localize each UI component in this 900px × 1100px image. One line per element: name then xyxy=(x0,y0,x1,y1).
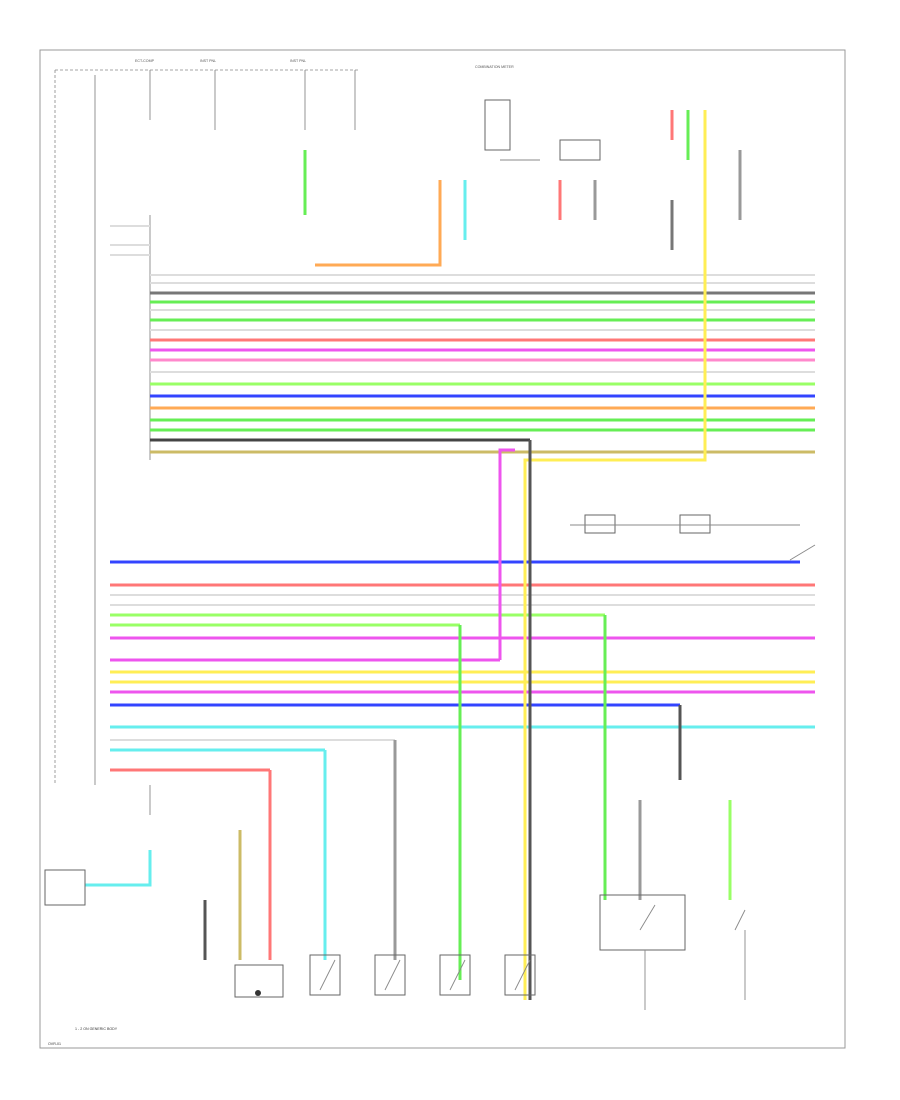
diagram-border xyxy=(39,49,846,1049)
engine-hood-switch xyxy=(44,869,86,906)
bus-wires xyxy=(110,225,815,772)
page-code: OVR-01 xyxy=(48,1042,61,1046)
footer-note: 1 - 2 ON GENERIC BODY xyxy=(75,1027,118,1031)
rear-left-door-switch xyxy=(439,954,471,996)
svg-text:COMBINATION METER: COMBINATION METER xyxy=(475,65,514,69)
front-right-door-switch xyxy=(309,954,341,996)
bottom-switches xyxy=(44,514,746,1010)
right-side xyxy=(570,524,816,561)
module-outline xyxy=(54,69,360,785)
key-unlock-switch-box xyxy=(599,894,686,951)
left-rear-door-switch xyxy=(504,954,536,996)
svg-text:INST PNL: INST PNL xyxy=(200,59,216,63)
upper-branches xyxy=(303,99,742,1000)
rear-right-door-switch xyxy=(374,954,406,996)
svg-text:INST PNL: INST PNL xyxy=(290,59,306,63)
door-lock-motor-box xyxy=(234,964,284,998)
top-connectors: ECT-COMP INST PNL INST PNL COMBINATION M… xyxy=(135,59,514,130)
lower-drops xyxy=(85,440,732,1000)
svg-text:ECT-COMP: ECT-COMP xyxy=(135,59,155,63)
